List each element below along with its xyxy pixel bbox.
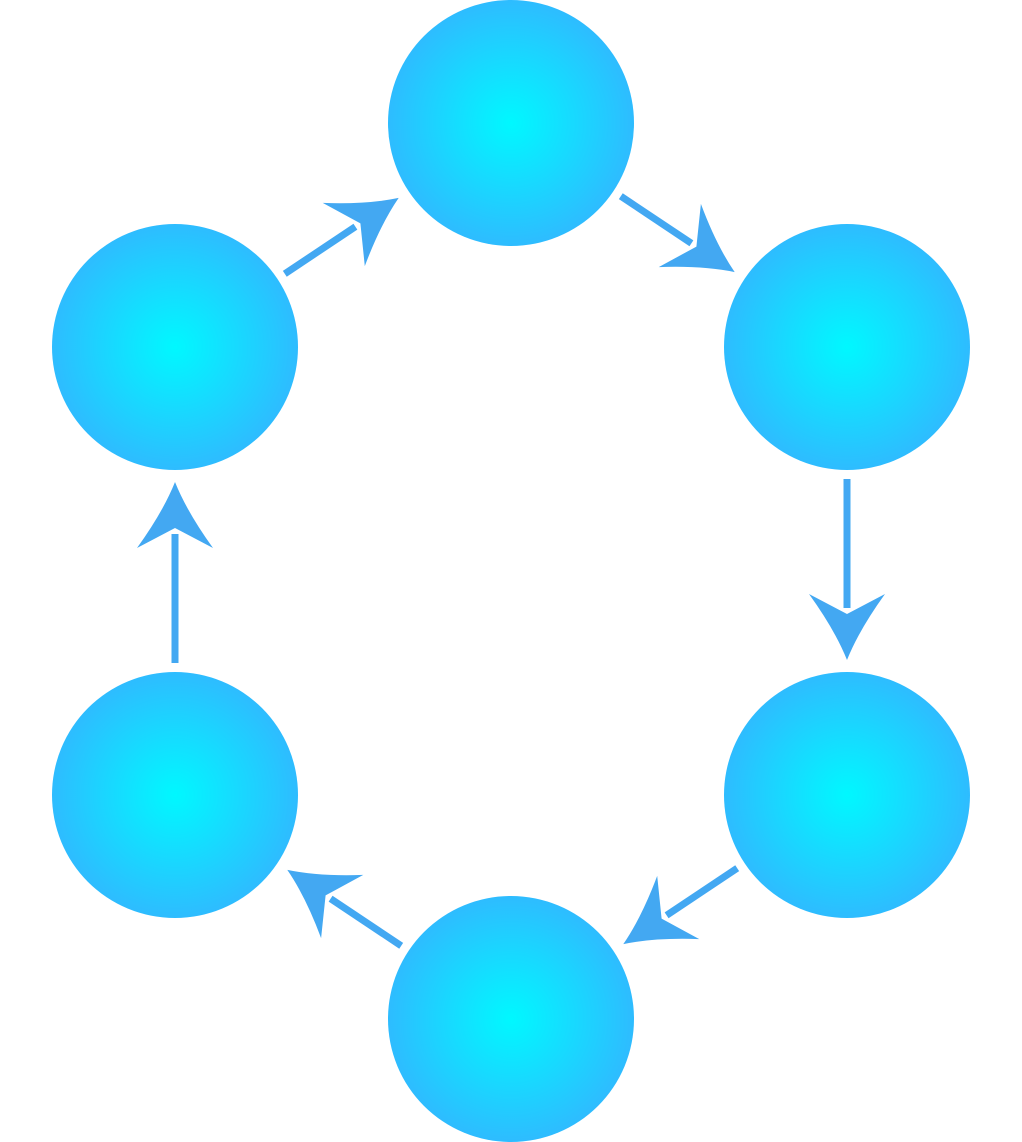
node-upper-right — [724, 224, 970, 470]
arrow-shaft — [328, 895, 404, 949]
arrowhead — [137, 482, 213, 548]
arrow-node-lower-left-to-node-upper-left — [137, 482, 213, 663]
arrow-node-top-to-node-upper-right — [618, 193, 735, 273]
arrow-node-lower-right-to-node-bottom — [623, 865, 740, 945]
arrowhead — [287, 869, 364, 939]
node-bottom — [388, 896, 634, 1142]
arrow-shaft — [664, 865, 740, 919]
arrow-node-bottom-to-node-lower-left — [287, 869, 404, 949]
node-lower-right — [724, 672, 970, 918]
node-top — [388, 0, 634, 246]
arrow-node-upper-right-to-node-lower-right — [809, 479, 885, 660]
arrowhead — [658, 203, 735, 273]
nodes-layer — [52, 0, 970, 1142]
arrowhead — [623, 875, 700, 945]
node-lower-left — [52, 672, 298, 918]
node-upper-left — [52, 224, 298, 470]
arrow-node-upper-left-to-node-top — [282, 197, 399, 277]
arrow-shaft — [282, 223, 358, 277]
arrow-shaft — [618, 193, 694, 247]
arrowhead — [322, 197, 399, 267]
arrowhead — [809, 594, 885, 660]
edges-layer — [137, 193, 885, 949]
